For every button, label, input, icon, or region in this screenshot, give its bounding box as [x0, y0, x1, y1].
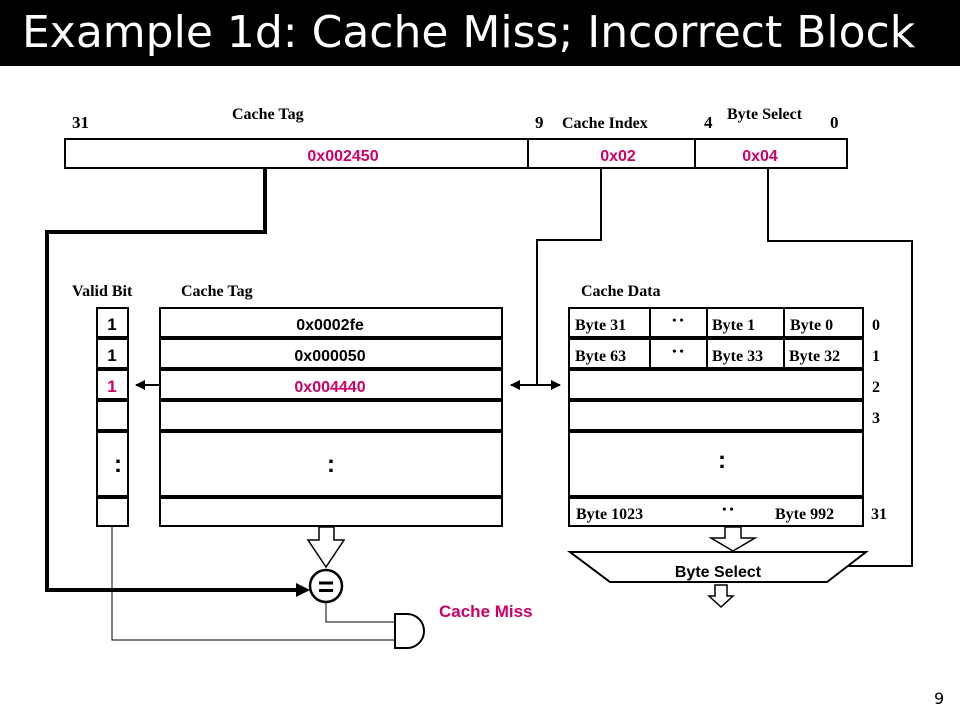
row-index-3: 3	[872, 410, 880, 427]
addr-index-value: 0x02	[600, 148, 636, 165]
cache-miss-label: Cache Miss	[439, 602, 533, 621]
bit-9-label: 9	[535, 113, 544, 132]
byte-select-mux	[567, 551, 869, 583]
data-byte-63: Byte 63	[575, 348, 626, 365]
cache-tag-header: Cache Tag	[181, 283, 253, 300]
row-index-2: 2	[872, 379, 880, 396]
bit-31-label: 31	[72, 113, 89, 132]
row-index-31: 31	[871, 506, 887, 523]
data-last-row-dots: • •	[722, 502, 733, 516]
mux-output-arrow	[707, 584, 735, 609]
valid-bit-ellipsis: :	[114, 451, 122, 478]
bit-4-label: 4	[704, 113, 713, 132]
cache-tag-0: 0x0002fe	[296, 317, 364, 334]
cache-data-ellipsis: :	[718, 447, 726, 474]
title-bar: Example 1d: Cache Miss; Incorrect Block	[0, 0, 960, 66]
data-byte-992: Byte 992	[775, 506, 834, 523]
cache-data-column	[568, 307, 864, 527]
addr-cache-tag-label: Cache Tag	[232, 106, 304, 123]
addr-tag-value: 0x002450	[307, 148, 378, 165]
cache-tag-1: 0x000050	[294, 348, 365, 365]
address-register	[64, 138, 848, 169]
cache-tag-column	[159, 307, 503, 527]
addr-byte-select-label: Byte Select	[727, 106, 803, 123]
tag-wire	[45, 168, 305, 592]
row-index-1: 1	[872, 348, 880, 365]
cache-data-header: Cache Data	[581, 283, 661, 300]
cache-tag-2: 0x004440	[294, 379, 365, 396]
data-byte-1023: Byte 1023	[576, 506, 643, 523]
valid-bit-2: 1	[107, 377, 116, 396]
valid-bit-header: Valid Bit	[72, 283, 133, 300]
data-byte-33: Byte 33	[712, 348, 763, 365]
bit-0-label: 0	[830, 113, 839, 132]
row-index-0: 0	[872, 317, 880, 334]
data-byte-31: Byte 31	[575, 317, 626, 334]
tag-read-arrow	[306, 526, 346, 569]
data-byte-32: Byte 32	[789, 348, 840, 365]
and-gate	[394, 613, 425, 649]
data-byte-0: Byte 0	[790, 317, 833, 334]
data-row1-dots: • •	[672, 344, 683, 358]
slide-title: Example 1d: Cache Miss; Incorrect Block	[22, 7, 916, 58]
byte-select-wire	[767, 168, 913, 567]
data-byte-1: Byte 1	[712, 317, 755, 334]
byte-select-mux-label: Byte Select	[675, 564, 762, 581]
index-wire	[510, 168, 602, 390]
data-row0-dots: • •	[672, 313, 683, 327]
page-number: 9	[934, 689, 944, 708]
valid-bit-0: 1	[107, 315, 116, 334]
comparator-output-wire	[325, 602, 395, 623]
comparator-symbol: =	[318, 571, 334, 602]
addr-byte-select-value: 0x04	[742, 148, 778, 165]
valid-bit-column	[96, 307, 129, 527]
valid-bit-1: 1	[107, 346, 116, 365]
valid-bit-wire	[111, 527, 395, 641]
cache-tag-ellipsis: :	[327, 451, 335, 478]
data-read-arrow	[708, 526, 758, 552]
addr-cache-index-label: Cache Index	[562, 115, 648, 132]
